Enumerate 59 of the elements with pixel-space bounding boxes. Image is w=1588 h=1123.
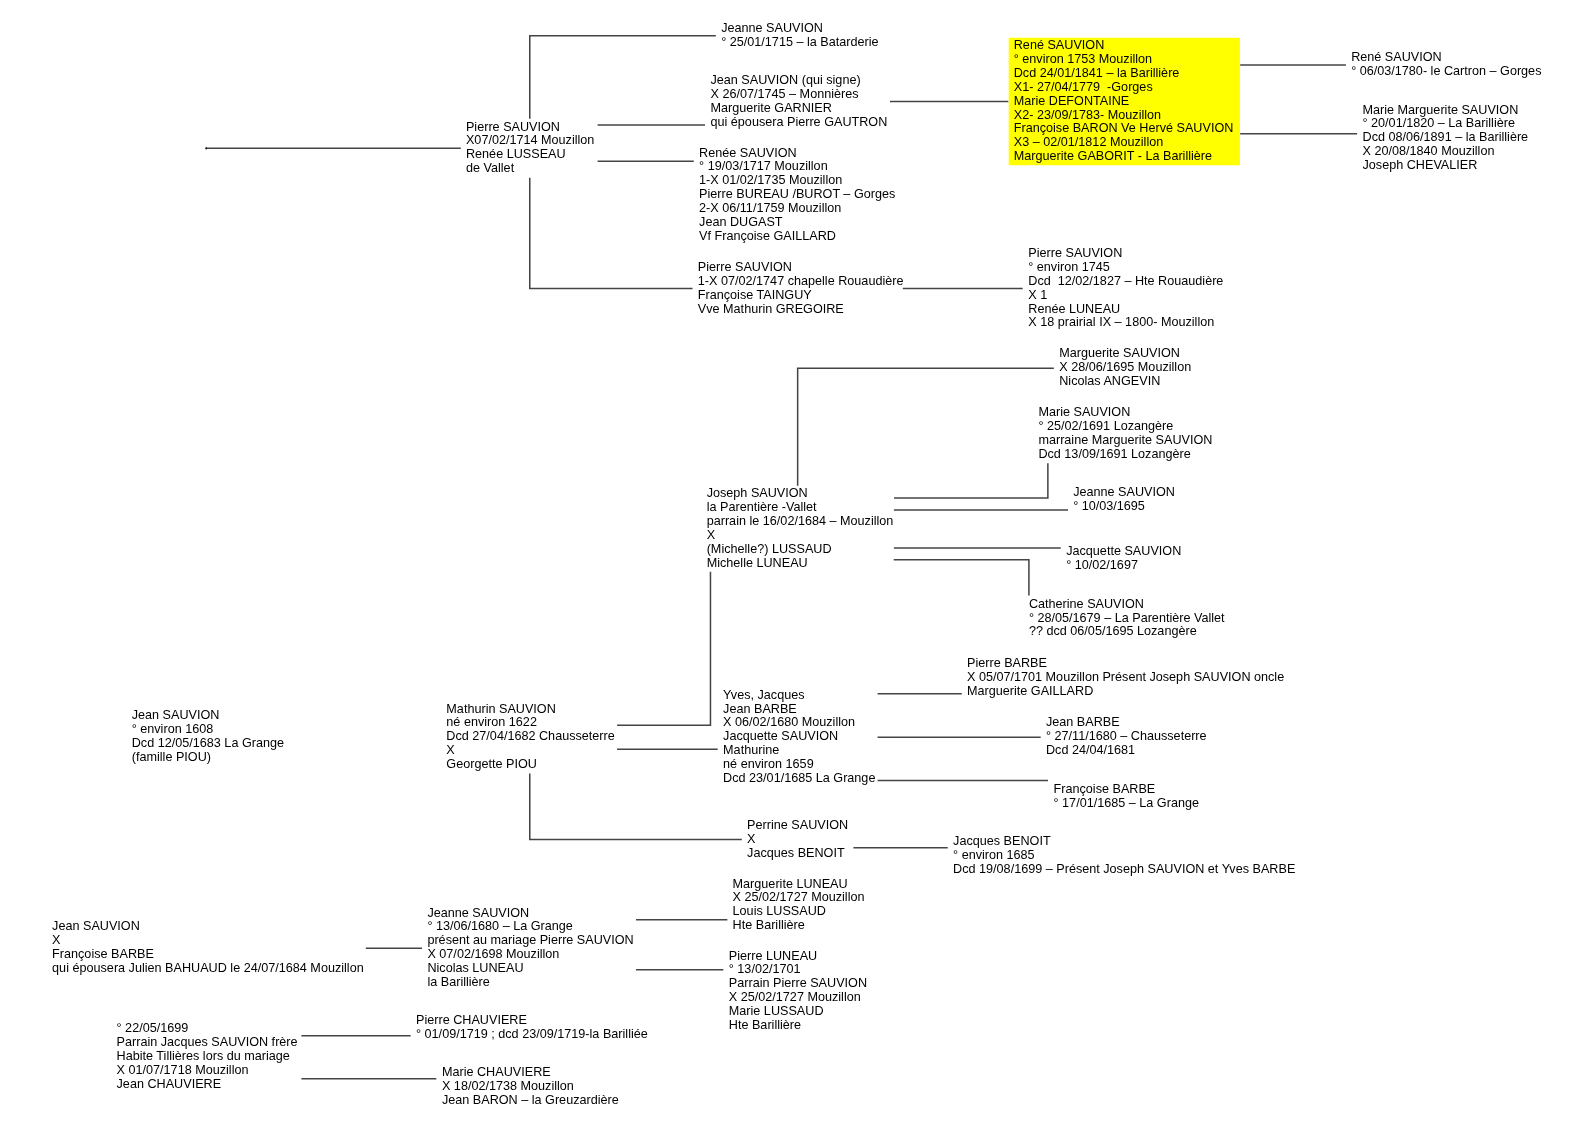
node-text: Pierre CHAUVIERE ° 01/09/1719 ; dcd 23/09/1719-la Barilliée (415, 1012, 648, 1041)
node-text: Jean SAUVION (qui signe) X 26/07/1745 – Monnières Marguerite GARNIER qui épousera Pierre GAUTRON (709, 72, 887, 129)
label: ° environ 1608 (131, 722, 213, 737)
node-text: Catherine SAUVION ° 28/05/1679 – La Parentière Vallet ?? dcd 06/05/1695 Lozangère (1028, 596, 1225, 639)
node-text: René SAUVION ° 06/03/1780- le Cartron – Gorges (1350, 50, 1541, 78)
node-text: Renée SAUVION ° 19/03/1717 Mouzillon 1-X 01/02/1735 Mouzillon Pierre BUREAU /BUROT – Gorges 2-X 06/11/1759 Mouzillon Jean DUGAST Vf Françoise GAILLARD (698, 145, 895, 243)
node-text: Françoise BARBE ° 17/01/1685 – La Grange (1053, 781, 1199, 810)
node-text: Jeanne SAUVION ° 10/03/1695 (1072, 484, 1175, 513)
connector (205, 147, 462, 150)
node-text: Jacquette SAUVION ° 10/02/1697 (1065, 544, 1181, 573)
connector (876, 736, 1041, 738)
node-text: Marie CHAUVIERE X 18/02/1738 Mouzillon Jean BARON – la Greuzardière (441, 1065, 619, 1108)
connector (634, 968, 724, 971)
connector (528, 772, 743, 841)
label: Jean SAUVION (131, 708, 219, 723)
connector (1238, 64, 1347, 66)
connector (528, 35, 717, 120)
connector (876, 779, 1049, 782)
connector (615, 571, 711, 726)
connector (892, 559, 1030, 597)
label: (famille PIOU) (131, 750, 211, 765)
label: Dcd 12/05/1683 La Grange (131, 736, 284, 751)
connector (892, 547, 1061, 549)
node-text: Pierre BARBE X 05/07/1701 Mouzillon Présent Joseph SAUVION oncle Marguerite GAILLARD (966, 656, 1284, 698)
connector (1238, 133, 1358, 135)
node-text: Jean SAUVION X Françoise BARBE qui épousera Julien BAHUAUD le 24/07/1684 Mouzillon (51, 919, 364, 976)
connector (876, 693, 963, 695)
node-text: Jeanne SAUVION ° 25/01/1715 – la Batarderie (720, 21, 879, 49)
node-text: ° 22/05/1699 Parrain Jacques SAUVION frère Habite Tillières lors du mariage X 01/07/1718 Mouzillon Jean CHAUVIERE (116, 1021, 298, 1091)
node-text: Pierre SAUVION ° environ 1745 Dcd 12/02/1827 – Hte Rouaudière X 1 Renée LUNEAU X 18 prairial IX – 1800- Mouzillon (1027, 245, 1223, 330)
connector (892, 509, 1069, 511)
node-text: Pierre LUNEAU ° 13/02/1701 Parrain Pierre SAUVION X 25/02/1727 Mouzillon Marie LUSSAUD Hte Barillière (728, 948, 867, 1033)
connector (615, 748, 718, 750)
connector (901, 287, 1023, 290)
connector (796, 367, 1055, 487)
connector (888, 100, 1009, 103)
connector (300, 1034, 411, 1037)
connector (528, 176, 693, 290)
connector (364, 947, 423, 949)
connector (634, 919, 728, 921)
connector (596, 160, 695, 162)
node-text: Marie SAUVION ° 25/02/1691 Lozangère marraine Marguerite SAUVION Dcd 13/09/1691 Lozangère (1037, 405, 1212, 461)
connector (300, 1077, 437, 1080)
node-text: Marguerite LUNEAU X 25/02/1727 Mouzillon Louis LUSSAUD Hte Barillière (732, 876, 865, 933)
node-text: Jeanne SAUVION ° 13/06/1680 – La Grange présent au mariage Pierre SAUVION X 07/02/1698 Mouzillon Nicolas LUNEAU la Barillière (426, 905, 634, 990)
node-text: Yves, Jacques Jean BARBE X 06/02/1680 Mouzillon Jacquette SAUVION Mathurine né environ 1659 Dcd 23/01/1685 La Grange (722, 687, 875, 786)
node-text: Joseph SAUVION la Parentière -Vallet parrain le 16/02/1684 – Mouzillon X (Michelle?) LUSSAUD Michelle LUNEAU (706, 486, 893, 570)
node-text: Pierre SAUVION 1-X 07/02/1747 chapelle Rouaudière Françoise TAINGUY Vve Mathurin GREGOIRE (697, 259, 903, 316)
node-text: Perrine SAUVION X Jacques BENOIT (746, 817, 848, 860)
connector (596, 124, 706, 126)
connector (852, 846, 948, 849)
node-text: Mathurin SAUVION né environ 1622 Dcd 27/04/1682 Chausseterre X Georgette PIOU (445, 701, 615, 772)
node-text: Marie Marguerite SAUVION ° 20/01/1820 – La Barillière Dcd 08/06/1891 – la Barillière X 20/08/1840 Mouzillon Joseph CHEVALIER (1362, 102, 1528, 173)
node-text: Jean BARBE ° 27/11/1680 – Chausseterre Dcd 24/04/1681 (1045, 715, 1207, 758)
node-text: Pierre SAUVION X07/02/1714 Mouzillon Renée LUSSEAU de Vallet (465, 119, 594, 176)
node-text: Jacques BENOIT ° environ 1685 Dcd 19/08/1699 – Présent Joseph SAUVION et Yves BARBE (952, 834, 1295, 876)
node-box: René SAUVION ° environ 1753 Mouzillon Dcd 24/01/1841 – la Barillière X1- 27/04/1779 -Gorges Marie DEFONTAINE X2- 23/09/1783- Mouzillon Françoise BARON Ve Hervé SAUVION X3 – 02/01/1812 Mouzillon Marguerite GABORIT - La Barillière (1008, 37, 1240, 166)
node-text: Marguerite SAUVION X 28/06/1695 Mouzillon Nicolas ANGEVIN (1058, 346, 1191, 389)
connector (892, 462, 1049, 499)
